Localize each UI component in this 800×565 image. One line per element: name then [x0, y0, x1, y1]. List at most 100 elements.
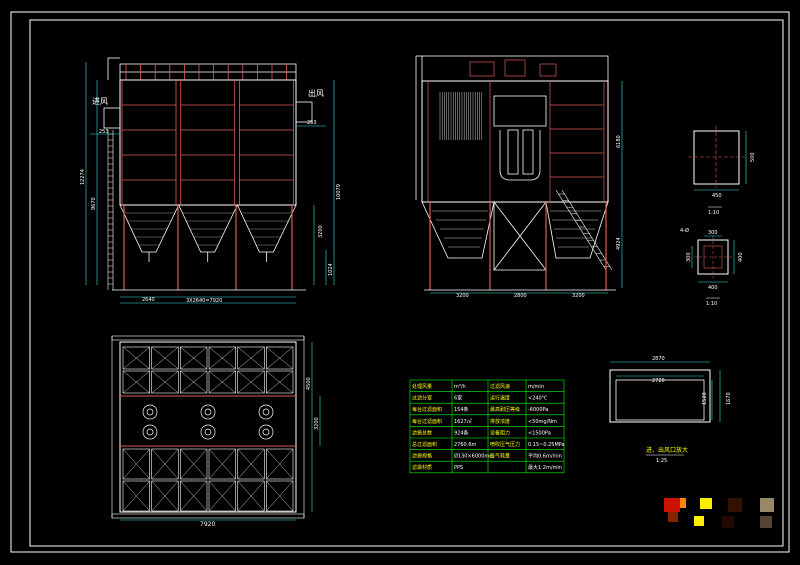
detail-top: 500 450 1:10 [688, 126, 756, 216]
flange-scale: 1:10 [706, 301, 717, 307]
table-cell: 设备阻力 [490, 429, 510, 436]
bag-cell [122, 346, 150, 370]
table-cell: 1627㎡ [454, 418, 472, 425]
dim-bay: 2640 [142, 297, 155, 303]
dim-253-left: 253 [99, 129, 109, 135]
bag-cell-diagonal [122, 370, 150, 394]
bag-cell-diagonal [180, 448, 208, 480]
dim-middle-height: 9670 [91, 197, 97, 210]
dim-total-height: 12274 [80, 169, 86, 185]
outlet-disc-inner [146, 428, 154, 436]
table-cell: 6室 [454, 395, 462, 402]
side-view: 6180 4924 3200 2800 3200 [415, 55, 623, 299]
front-view: 进风 出风 253 253 12274 9670 10079 3200 1024… [80, 57, 342, 304]
outlet-disc-inner [146, 408, 154, 416]
flange-dim-right: 400 [738, 252, 744, 262]
bag-cell [122, 480, 150, 512]
dim-253-right: 253 [307, 120, 317, 126]
bag-cell [151, 480, 179, 512]
table-cell: -6000Pa [528, 407, 548, 413]
dim-6180: 6180 [616, 135, 622, 148]
outlet-disc-inner [204, 428, 212, 436]
flange-dim-top: 300 [708, 230, 718, 236]
detail-top-side: 500 [750, 152, 756, 162]
flange-dim-bottom: 400 [708, 285, 718, 291]
side-dim-mid: 2800 [514, 293, 527, 299]
table-cell: 2760.6m [454, 442, 476, 448]
bag-cell [208, 370, 236, 394]
bag-cell-diagonal [208, 346, 236, 370]
table-cell: 压气耗量 [490, 453, 510, 460]
table-cell: 过滤分室 [412, 395, 432, 402]
bag-cell-diagonal [237, 448, 265, 480]
bag-cell-diagonal [151, 346, 179, 370]
table-cell: <50mg/Nm [528, 419, 557, 425]
outlet-disc [258, 424, 274, 440]
outlet-disc-inner [204, 408, 212, 416]
bag-cell [180, 448, 208, 480]
outlet-disc [142, 424, 158, 440]
flange-prefix: 4-Ø [680, 227, 689, 234]
bag-cell-diagonal [208, 370, 236, 394]
outlet-detail: 2870 2720 1520 1670 进、出风口放大 1:25 [609, 356, 732, 464]
table-cell: <1500Pa [528, 430, 551, 436]
color-swatches [664, 498, 774, 528]
table-cell: <240℃ [528, 396, 548, 402]
outlet-label: 出风 [308, 88, 324, 98]
dim-1024: 1024 [328, 263, 334, 276]
outlet-dim-outer: 2870 [652, 356, 665, 362]
table-cell: Ø130×6000mm [454, 453, 494, 460]
bag-cell [151, 448, 179, 480]
bag-cell [237, 370, 265, 394]
table-cell: PPS [454, 465, 463, 471]
table-cell: 每台过滤面积 [412, 418, 442, 425]
table-cell: 最大1.2m/min [528, 464, 562, 471]
table-cell: 总过滤面积 [412, 441, 437, 448]
table-cell: 滤袋材质 [412, 464, 432, 471]
outlet-disc [200, 404, 216, 420]
side-dim-right: 3200 [572, 293, 585, 299]
bag-cell-diagonal [122, 448, 150, 480]
bag-cell-diagonal [180, 346, 208, 370]
detail-top-scale: 1:10 [708, 210, 719, 216]
table-cell: 154条 [454, 406, 469, 413]
table-cell: 0.15~0.25MPa [528, 442, 565, 448]
detail-top-bottom: 450 [712, 193, 722, 199]
side-dim-left: 3200 [456, 293, 469, 299]
bag-cell [180, 480, 208, 512]
bag-cell-diagonal [266, 448, 294, 480]
bag-cell [237, 480, 265, 512]
bag-cell [266, 346, 294, 370]
outlet-dim-inner: 2720 [652, 378, 665, 384]
outlet-disc-inner [262, 428, 270, 436]
outlet-disc-inner [262, 408, 270, 416]
bag-cell-diagonal [237, 480, 265, 512]
outlet-dim-height-outer: 1670 [726, 392, 732, 405]
table-cell: 处理风量 [412, 383, 432, 390]
bag-cell-diagonal [208, 480, 236, 512]
bag-cell-diagonal [122, 480, 150, 512]
bag-cell [208, 346, 236, 370]
dim-total-width: 3X2640=7920 [186, 298, 222, 304]
bag-cell [122, 448, 150, 480]
plan-dim-4500: 4500 [306, 377, 312, 390]
table-cell: 最高耐压等级 [490, 406, 520, 413]
outlet-scale: 1:25 [656, 458, 667, 464]
bag-cell-diagonal [237, 370, 265, 394]
plan-dim-width: 7920 [200, 521, 215, 528]
bag-cell [237, 448, 265, 480]
table-cell: m/min [528, 384, 544, 390]
inlet-label: 进风 [92, 97, 108, 106]
table-cell: 平均0.6m/min [528, 453, 562, 460]
table-cell: 喷吹压气压力 [490, 441, 520, 448]
bag-cell [122, 370, 150, 394]
bag-cell [266, 480, 294, 512]
bag-cell-diagonal [122, 346, 150, 370]
bag-cell [208, 448, 236, 480]
inner-frame [29, 19, 784, 547]
bag-cell [208, 480, 236, 512]
bag-cell-diagonal [151, 370, 179, 394]
bag-cell-diagonal [180, 480, 208, 512]
outlet-disc [200, 424, 216, 440]
